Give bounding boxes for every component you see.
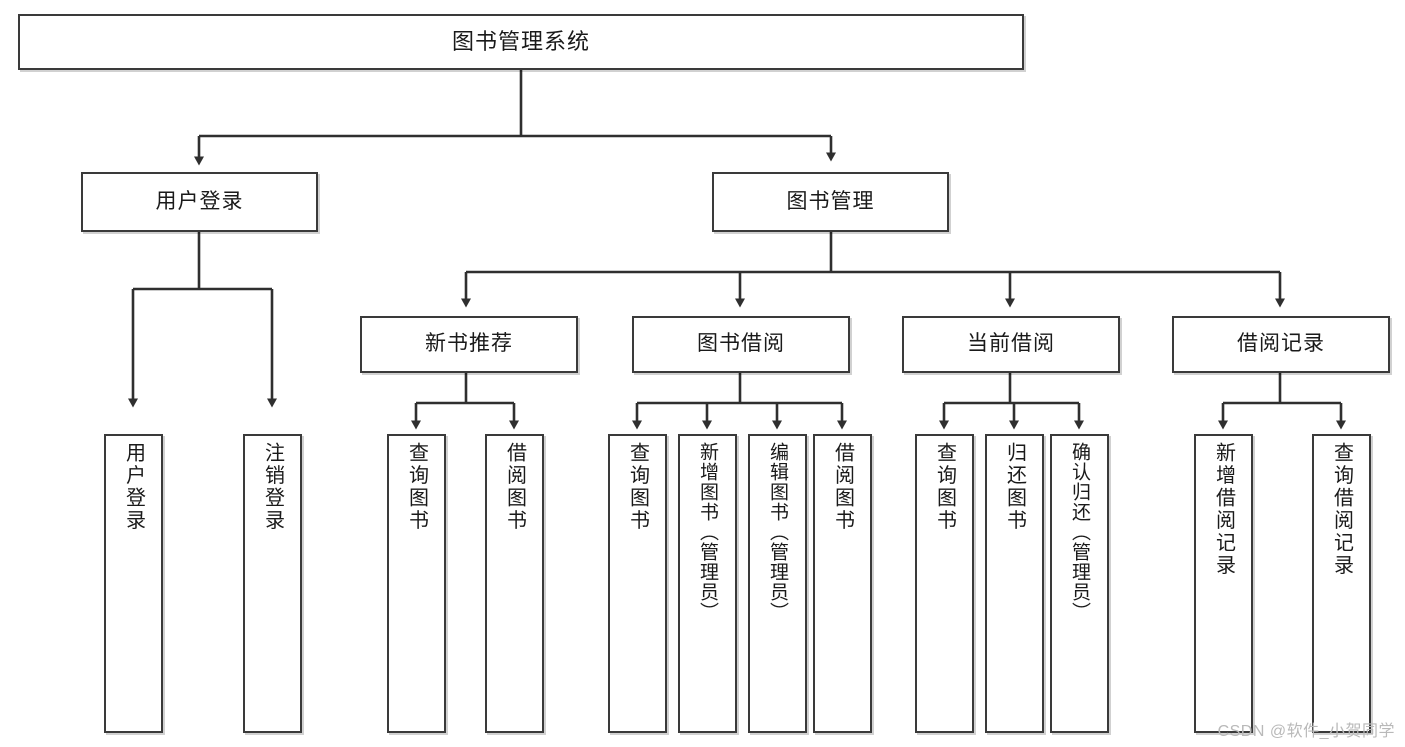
node-label: 借阅记录 bbox=[1237, 332, 1325, 356]
leaf-recommend-borrow-book[interactable]: 借阅图书 bbox=[485, 434, 544, 733]
leaf-current-confirm-return-admin[interactable]: 确认归还（管理员） bbox=[1050, 434, 1109, 733]
node-book-borrow[interactable]: 图书借阅 bbox=[632, 316, 850, 373]
node-label: 用户登录 bbox=[122, 442, 145, 532]
node-label: 新增图书（管理员） bbox=[697, 442, 718, 622]
leaf-borrow-edit-book-admin[interactable]: 编辑图书（管理员） bbox=[748, 434, 807, 733]
node-label: 图书管理系统 bbox=[451, 29, 590, 55]
node-label: 借阅图书 bbox=[831, 442, 854, 532]
node-label: 用户登录 bbox=[155, 189, 244, 213]
node-label: 归还图书 bbox=[1003, 442, 1026, 532]
node-current-borrow[interactable]: 当前借阅 bbox=[902, 316, 1120, 373]
node-new-book-recommend[interactable]: 新书推荐 bbox=[360, 316, 578, 373]
node-book-management[interactable]: 图书管理 bbox=[712, 172, 949, 232]
leaf-current-query-book[interactable]: 查询图书 bbox=[915, 434, 974, 733]
leaf-record-query-record[interactable]: 查询借阅记录 bbox=[1312, 434, 1371, 733]
node-root-system[interactable]: 图书管理系统 bbox=[18, 14, 1024, 70]
leaf-recommend-query-book[interactable]: 查询图书 bbox=[387, 434, 446, 733]
leaf-user-login-signin[interactable]: 用户登录 bbox=[104, 434, 163, 733]
node-label: 查询借阅记录 bbox=[1330, 442, 1353, 577]
leaf-borrow-add-book-admin[interactable]: 新增图书（管理员） bbox=[678, 434, 737, 733]
node-label: 新增借阅记录 bbox=[1212, 442, 1235, 577]
node-label: 当前借阅 bbox=[967, 332, 1055, 356]
leaf-user-login-signout[interactable]: 注销登录 bbox=[243, 434, 302, 733]
node-label: 查询图书 bbox=[405, 442, 428, 532]
leaf-borrow-borrow-book[interactable]: 借阅图书 bbox=[813, 434, 872, 733]
node-label: 编辑图书（管理员） bbox=[767, 442, 788, 622]
leaf-current-return-book[interactable]: 归还图书 bbox=[985, 434, 1044, 733]
node-borrow-record[interactable]: 借阅记录 bbox=[1172, 316, 1390, 373]
watermark-text: CSDN @软件_小贺同学 bbox=[1217, 723, 1395, 740]
node-label: 图书借阅 bbox=[697, 332, 785, 356]
node-label: 借阅图书 bbox=[503, 442, 526, 532]
leaf-record-add-record[interactable]: 新增借阅记录 bbox=[1194, 434, 1253, 733]
leaf-borrow-query-book[interactable]: 查询图书 bbox=[608, 434, 667, 733]
node-label: 图书管理 bbox=[786, 189, 875, 213]
node-label: 查询图书 bbox=[933, 442, 956, 532]
node-label: 查询图书 bbox=[626, 442, 649, 532]
node-label: 确认归还（管理员） bbox=[1069, 442, 1090, 622]
node-user-login[interactable]: 用户登录 bbox=[81, 172, 318, 232]
node-label: 注销登录 bbox=[261, 442, 284, 532]
node-label: 新书推荐 bbox=[425, 332, 513, 356]
